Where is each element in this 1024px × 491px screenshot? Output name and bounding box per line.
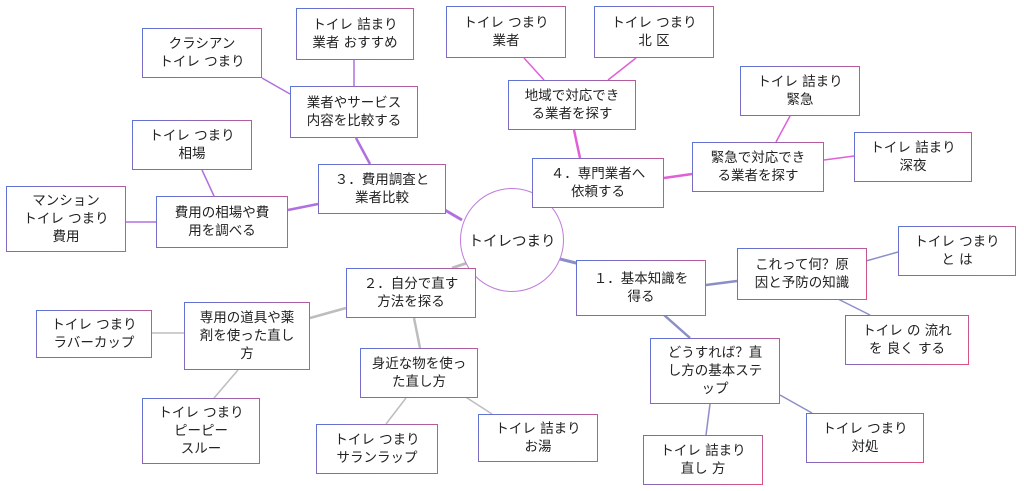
leaf-rubber-cup[interactable]: トイレ つまり ラバーカップ	[36, 310, 152, 358]
edge-b1c1-l2	[837, 298, 871, 316]
leaf-pipi-slew[interactable]: トイレ つまり ピーピー スルー	[142, 398, 260, 464]
node-cost-research[interactable]: 費用の相場や費 用を調べる	[156, 196, 288, 248]
leaf-kinkyu[interactable]: トイレ 詰まり 緊急	[740, 66, 860, 116]
leaf-hot-water[interactable]: トイレ 詰まり お湯	[478, 414, 598, 462]
leaf-toilet-tsumari-towa[interactable]: トイレ つまり と は	[898, 226, 1016, 276]
edge-b4c2-l1	[775, 115, 791, 143]
edge-b2c2-l2	[463, 395, 493, 415]
leaf-toilet-nagare[interactable]: トイレ の 流れ を 良く する	[845, 315, 969, 365]
node-cause-prevention[interactable]: これって何？原 因と予防の知識	[737, 248, 867, 300]
node-special-tools[interactable]: 専用の道具や薬 剤を使った直し 方	[184, 302, 310, 370]
leaf-recommend[interactable]: トイレ 詰まり 業者 おすすめ	[296, 8, 414, 60]
leaf-mansion-cost[interactable]: マンション トイレ つまり 費用	[6, 186, 126, 252]
edge-b3c2-l1	[201, 169, 215, 197]
node-household-items[interactable]: 身近な物を使っ た直し方	[360, 348, 478, 398]
edge-b1-c2	[663, 314, 691, 339]
leaf-crassian[interactable]: クラシアン トイレ つまり	[142, 28, 262, 78]
edge-b1c1-l1	[865, 251, 899, 262]
edge-b4c1-l1	[523, 57, 545, 81]
leaf-naoshikata[interactable]: トイレ 詰まり 直し 方	[643, 435, 763, 485]
edge-b2-c2	[412, 317, 422, 349]
branch-cost-compare[interactable]: ３．費用調査と 業者比較	[318, 164, 446, 214]
node-compare-services[interactable]: 業者やサービス 内容を比較する	[290, 86, 418, 138]
branch-request-pro[interactable]: ４．専門業者へ 依頼する	[532, 158, 664, 208]
edge-b1c2-l2	[779, 394, 813, 414]
edge-b4-c2	[663, 172, 693, 180]
edge-b4c2-l2	[823, 155, 855, 161]
edge-b2c1-l2	[213, 369, 239, 399]
node-emergency-vendor[interactable]: 緊急で対応でき る業者を探す	[692, 142, 824, 192]
leaf-shinya[interactable]: トイレ 詰まり 深夜	[854, 132, 972, 182]
edge-b1-c1	[705, 279, 738, 287]
branch-basic-knowledge[interactable]: １．基本知識を 得る	[576, 260, 706, 316]
edge-b4-c1	[572, 129, 582, 159]
edge-b4c1-l2	[607, 57, 637, 81]
leaf-kita-ku[interactable]: トイレ つまり 北 区	[594, 6, 714, 58]
edge-b2c2-l1	[385, 397, 407, 425]
node-basic-steps[interactable]: どうすれば？直 し方の基本ステ ップ	[650, 338, 780, 404]
edge-b2-c1	[309, 306, 347, 320]
leaf-gyosha[interactable]: トイレ つまり 業者	[446, 6, 566, 58]
edge-b3-c1	[354, 137, 372, 165]
edge-b3c1-l1	[261, 77, 291, 95]
leaf-saran-wrap[interactable]: トイレ つまり サランラップ	[316, 424, 438, 474]
edge-b3-c2	[287, 202, 319, 212]
branch-self-fix[interactable]: ２．自分で直す 方法を探る	[346, 268, 476, 318]
leaf-souba[interactable]: トイレ つまり 相場	[132, 120, 252, 170]
node-local-vendor[interactable]: 地域で対応でき る業者を探す	[508, 80, 636, 130]
leaf-taisho[interactable]: トイレ つまり 対処	[806, 413, 924, 463]
edge-b1c2-l1	[705, 403, 711, 436]
